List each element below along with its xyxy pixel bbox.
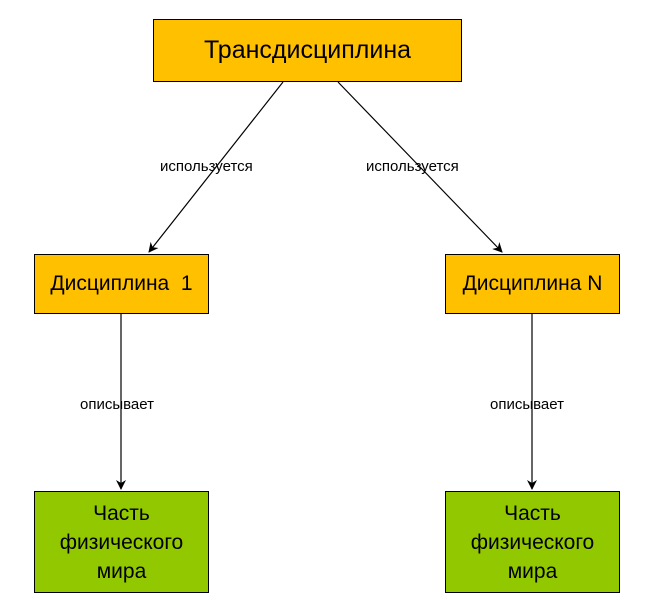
edge-label-uses-right: используется — [366, 158, 459, 175]
edge-label-describes-right: описывает — [490, 396, 564, 413]
edge-label-uses-left: используется — [160, 158, 253, 175]
node-discipline-1: Дисциплина 1 — [34, 254, 209, 314]
edge-root-to-discipline-n — [337, 81, 503, 253]
node-physical-world-part-1: Часть физического мира — [34, 491, 209, 593]
edge-root-to-discipline-1 — [148, 81, 284, 253]
node-transdiscipline: Трансдисциплина — [153, 19, 462, 82]
edge-label-describes-left: описывает — [80, 396, 154, 413]
node-physical-world-part-n: Часть физического мира — [445, 491, 620, 593]
node-discipline-n: Дисциплина N — [445, 254, 620, 314]
